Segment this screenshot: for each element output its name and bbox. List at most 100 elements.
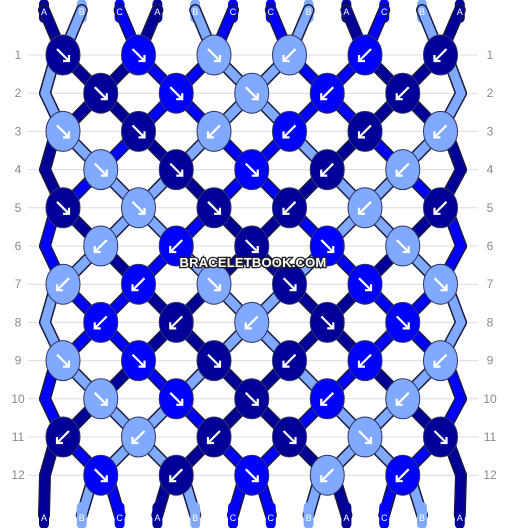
row-label-left: 9: [15, 354, 22, 368]
strand-label-top: B: [192, 7, 198, 17]
knot-sw: [45, 416, 81, 458]
arrow-down-left-icon: [282, 124, 297, 139]
knot-se: [234, 378, 270, 420]
knot-grid: [45, 34, 458, 496]
row-label-left: 8: [15, 315, 22, 329]
arrow-down-left-icon: [282, 48, 297, 63]
arrow-down-right-icon: [244, 162, 259, 177]
strand-label-top: A: [154, 7, 160, 17]
strand-label-top: B: [306, 7, 312, 17]
arrow-down-left-icon: [131, 277, 146, 292]
strand-label-top: B: [419, 7, 425, 17]
knot-se: [121, 187, 156, 229]
row-label-right: 6: [487, 239, 494, 253]
row-label-right: 7: [487, 277, 494, 291]
knot-sw: [385, 72, 421, 114]
arrow-down-right-icon: [207, 201, 222, 215]
knot-sw: [347, 34, 383, 76]
strand-label-bottom: A: [343, 513, 349, 523]
strand-label-bottom: B: [79, 513, 85, 523]
arrow-down-right-icon: [169, 86, 184, 101]
knot-se: [83, 378, 119, 420]
arrow-down-left-icon: [395, 392, 410, 406]
strand-label-top: A: [457, 7, 463, 17]
knot-sw: [272, 340, 307, 382]
arrow-down-right-icon: [93, 468, 108, 483]
arrow-down-right-icon: [207, 277, 222, 292]
knot-se: [83, 149, 119, 191]
knot-se: [309, 225, 345, 267]
arrow-down-right-icon: [56, 124, 71, 139]
arrow-down-right-icon: [395, 315, 410, 330]
strand-label-bottom: C: [381, 513, 388, 523]
row-label-right: 11: [484, 430, 497, 444]
row-label-right: 10: [483, 392, 497, 406]
knot-se: [234, 225, 270, 267]
strand-label-bottom: C: [268, 513, 275, 523]
arrow-down-left-icon: [282, 201, 297, 215]
arrow-down-right-icon: [320, 315, 335, 330]
arrow-down-right-icon: [131, 124, 146, 139]
knot-sw: [385, 454, 421, 496]
strand-label-top: C: [268, 7, 275, 17]
arrow-down-right-icon: [56, 48, 71, 63]
arrow-down-left-icon: [433, 353, 448, 368]
row-label-left: 6: [15, 239, 22, 253]
strand-label-bottom: A: [154, 513, 160, 523]
arrow-down-right-icon: [282, 430, 297, 445]
arrow-down-left-icon: [320, 392, 335, 406]
arrow-down-right-icon: [93, 86, 108, 101]
arrow-down-left-icon: [357, 353, 372, 368]
arrow-down-left-icon: [433, 124, 448, 139]
knot-sw: [272, 187, 307, 229]
arrow-down-left-icon: [357, 124, 372, 139]
arrow-down-right-icon: [56, 353, 71, 368]
knot-se: [272, 263, 307, 305]
arrow-down-left-icon: [395, 162, 410, 177]
knot-sw: [196, 110, 232, 152]
knot-se: [158, 378, 194, 420]
strand-label-top: A: [343, 7, 349, 17]
knot-sw: [347, 340, 383, 382]
knot-se: [423, 416, 458, 458]
row-label-left: 11: [12, 430, 25, 444]
knot-se: [158, 72, 194, 114]
arrow-down-left-icon: [206, 124, 221, 139]
knot-sw: [423, 110, 458, 152]
knot-se: [309, 301, 345, 343]
knot-sw: [83, 225, 119, 267]
knot-se: [423, 263, 458, 305]
knot-se: [272, 416, 307, 458]
knot-se: [45, 110, 81, 152]
arrow-down-left-icon: [169, 468, 184, 483]
knot-se: [121, 340, 156, 382]
knot-se: [158, 149, 194, 191]
strand-label-top: C: [381, 7, 388, 17]
strand-label-bottom: C: [230, 513, 237, 523]
arrow-down-right-icon: [56, 201, 71, 215]
arrow-down-left-icon: [93, 315, 108, 330]
knot-sw: [423, 34, 458, 76]
knot-sw: [83, 301, 119, 343]
arrow-down-left-icon: [320, 162, 335, 177]
arrow-down-right-icon: [207, 48, 222, 63]
strand-label-bottom: B: [192, 513, 198, 523]
strand-label-bottom: A: [41, 513, 47, 523]
knot-sw: [196, 416, 232, 458]
knot-se: [83, 72, 119, 114]
arrow-down-right-icon: [244, 86, 259, 101]
row-label-right: 4: [487, 163, 494, 177]
row-label-left: 3: [15, 124, 22, 138]
knot-se: [45, 34, 81, 76]
arrow-down-left-icon: [169, 239, 184, 254]
knot-sw: [272, 34, 307, 76]
arrow-down-left-icon: [55, 430, 70, 445]
row-label-right: 12: [483, 468, 497, 482]
row-label-left: 7: [15, 277, 22, 291]
knot-sw: [309, 454, 345, 496]
arrow-down-left-icon: [395, 468, 410, 483]
knot-se: [121, 110, 156, 152]
arrow-down-right-icon: [131, 201, 146, 215]
knot-sw: [309, 149, 345, 191]
